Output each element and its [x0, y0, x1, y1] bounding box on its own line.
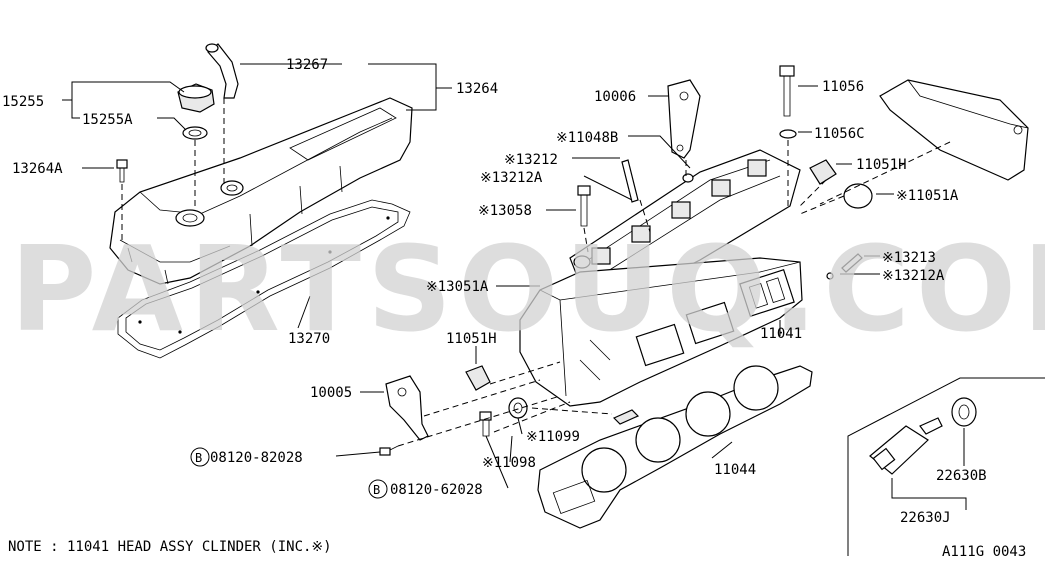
- label-11044: 11044: [714, 462, 756, 478]
- inset-frame: [847, 377, 1045, 556]
- label-11051H-left: 11051H: [446, 331, 497, 347]
- label-11099: ※11099: [526, 429, 580, 445]
- bolt-marker-82028: B: [190, 447, 210, 467]
- label-13212: ※13212: [504, 152, 558, 168]
- leader-lines: [62, 63, 967, 510]
- label-13212A-top: ※13212A: [480, 170, 543, 186]
- bolts-08120: [379, 411, 492, 456]
- label-13058: ※13058: [478, 203, 532, 219]
- engine-hanger-rear: [667, 79, 701, 159]
- diagram-note: NOTE : 11041 HEAD ASSY CLINDER (INC.※): [8, 539, 332, 555]
- long-bolt: [779, 65, 797, 139]
- engine-hanger-front: [385, 375, 429, 441]
- label-11056C: 11056C: [814, 126, 865, 142]
- svg-text:B: B: [195, 451, 202, 465]
- bolt-marker-62028: B: [368, 479, 388, 499]
- label-11041: 11041: [760, 326, 802, 342]
- label-15255A: 15255A: [82, 112, 133, 128]
- label-11051A: ※11051A: [896, 188, 959, 204]
- label-13270: 13270: [288, 331, 330, 347]
- rocker-assembly: [569, 149, 801, 301]
- label-13213: ※13213: [882, 250, 936, 266]
- pcv-hose: [205, 43, 239, 99]
- head-gasket: [537, 365, 813, 529]
- label-15255: 15255: [2, 94, 44, 110]
- label-10006: 10006: [594, 89, 636, 105]
- stud-right: [826, 253, 863, 280]
- label-08120-62028: 08120-62028: [390, 482, 483, 498]
- cylinder-head: [519, 257, 803, 407]
- label-13212A-right: ※13212A: [882, 268, 945, 284]
- label-11098: ※11098: [482, 455, 536, 471]
- label-13051A: ※13051A: [426, 279, 489, 295]
- label-10005: 10005: [310, 385, 352, 401]
- label-11056: 11056: [822, 79, 864, 95]
- label-08120-82028: 08120-82028: [210, 450, 303, 466]
- oil-seals: [508, 397, 640, 425]
- cover-bolt: [116, 159, 128, 183]
- studs-mid: [577, 159, 694, 227]
- rocker-cover-gasket: [117, 199, 411, 359]
- label-11048B: ※11048B: [556, 130, 618, 146]
- temperature-sensor: [869, 397, 977, 475]
- cam-plug-left: [465, 365, 491, 391]
- label-13267: 13267: [286, 57, 328, 73]
- label-13264: 13264: [456, 81, 498, 97]
- dashed-guides: [121, 98, 951, 447]
- part-labels: 13267 13264 15255 15255A 13264A 13270 10…: [2, 57, 987, 526]
- label-11051H-right: 11051H: [856, 157, 907, 173]
- rocker-cover: [109, 97, 413, 285]
- label-13264A: 13264A: [12, 161, 63, 177]
- label-22630J: 22630J: [900, 510, 951, 526]
- watermark: PARTSOUQ.COM: [10, 220, 1045, 358]
- svg-text:B: B: [373, 483, 380, 497]
- label-22630B: 22630B: [936, 468, 987, 484]
- timing-cover: [879, 79, 1029, 181]
- diagram-code: A111G 0043: [942, 544, 1026, 560]
- oil-filler-cap: [177, 83, 215, 140]
